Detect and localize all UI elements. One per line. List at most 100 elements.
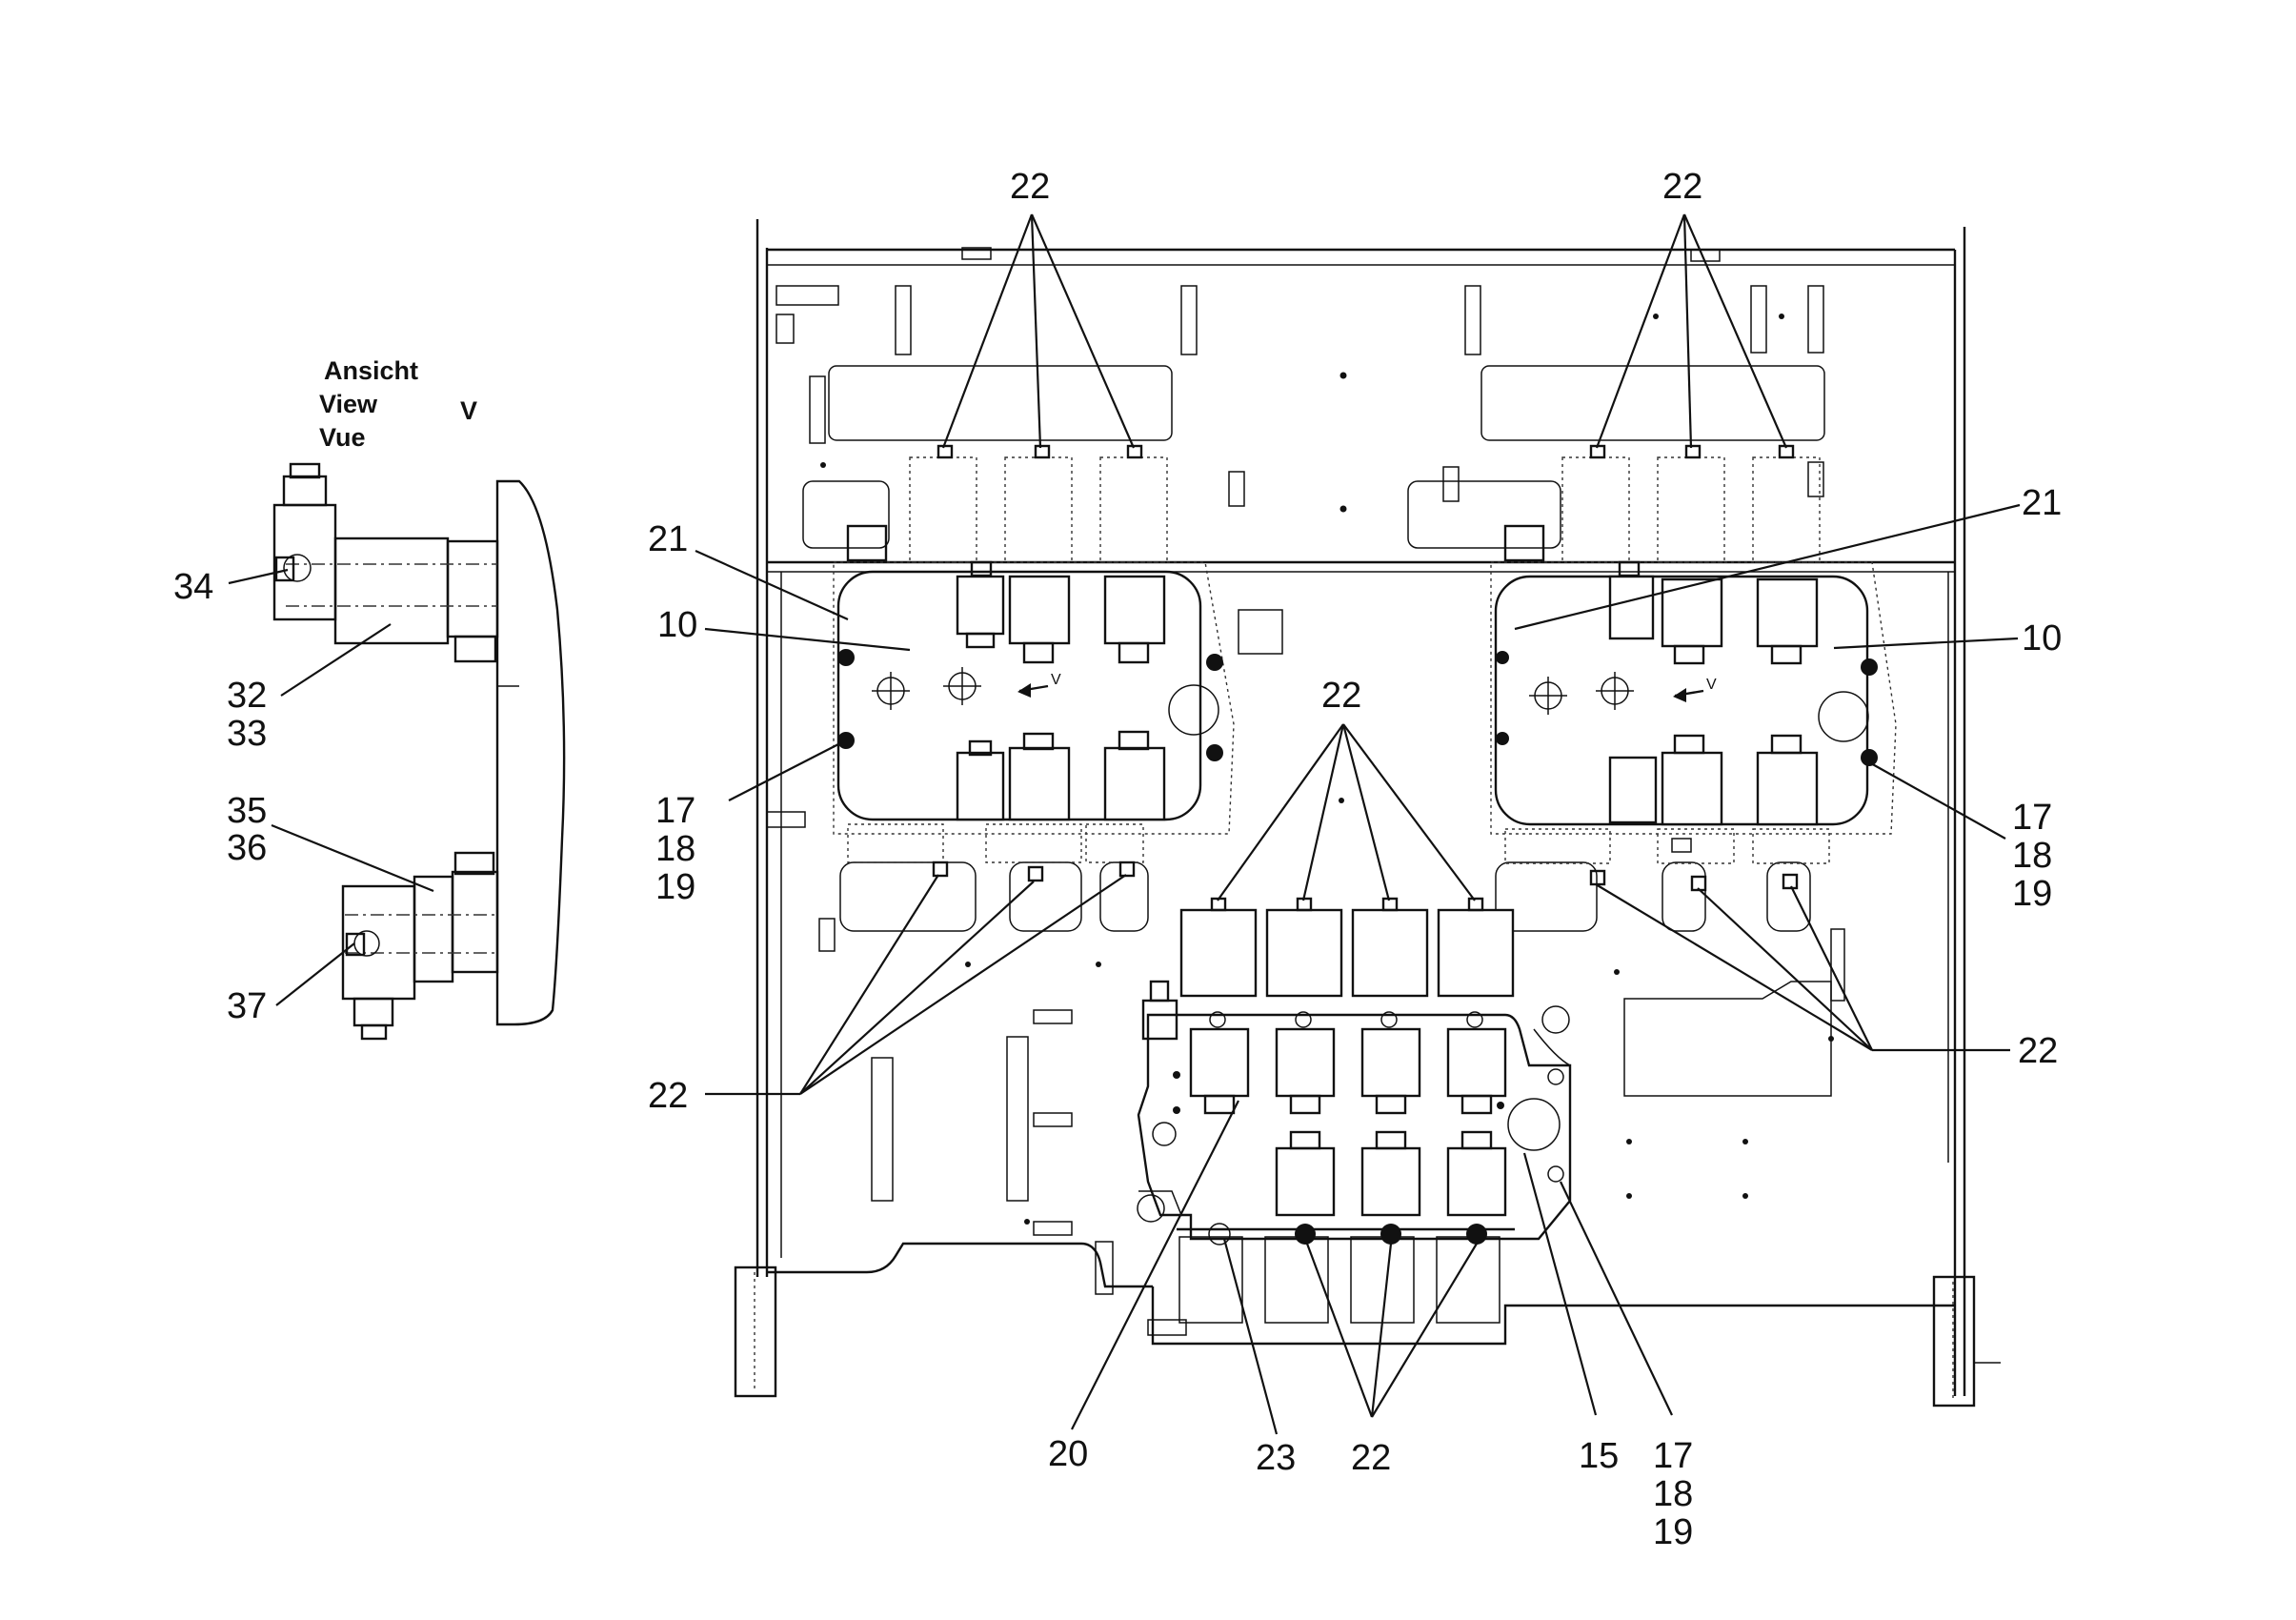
left-lower-strap — [871, 1057, 894, 1202]
leader-22-tr-3 — [1682, 213, 1788, 449]
view-label-view: View — [319, 390, 378, 418]
center-top-coil-2 — [1265, 908, 1343, 998]
rivet-12 — [1742, 1139, 1748, 1144]
leader-17-left — [728, 742, 841, 801]
rivet-11 — [1626, 1139, 1632, 1144]
right-bolt-a — [1861, 658, 1878, 676]
leader-10-left — [704, 627, 911, 652]
center-mid-nut-3 — [1375, 1094, 1407, 1115]
center-bottom-plug-3 — [1380, 1224, 1401, 1245]
top-bracket-2 — [1690, 249, 1721, 262]
center-mid-coil-1 — [1189, 1027, 1250, 1098]
right-coil-l3 — [1756, 751, 1819, 826]
callout-35: 35 — [227, 791, 267, 831]
leader-22-c-2 — [1301, 723, 1345, 901]
leader-22-b-1 — [1305, 1243, 1374, 1418]
center-left-strap — [1006, 1036, 1029, 1202]
center-low-nut-1 — [1289, 1130, 1321, 1150]
slot-f — [1807, 285, 1824, 354]
leader-22-c-4 — [1342, 723, 1476, 901]
rivet-15 — [1024, 1219, 1030, 1225]
leader-17-right — [1868, 761, 2006, 840]
center-low-coil-3 — [1446, 1146, 1507, 1217]
upper-left-small-cutout — [802, 480, 890, 549]
right-view-arrow-head — [1673, 688, 1686, 702]
slot-g — [1750, 285, 1767, 354]
left-bolt-b — [1206, 744, 1223, 761]
center-mid-cap-1 — [1209, 1011, 1226, 1028]
rivet-5 — [1779, 314, 1784, 319]
left-lower-dotted-1 — [847, 823, 944, 863]
leader-22-b-3 — [1371, 1243, 1478, 1418]
left-coil-l2-nut — [1022, 732, 1055, 751]
center-small-port — [1152, 1122, 1177, 1146]
left-view-arrow-head — [1017, 683, 1031, 698]
center-mid-coil-2 — [1275, 1027, 1336, 1098]
callout-37: 37 — [227, 986, 267, 1026]
center-mid-cap-4 — [1466, 1011, 1483, 1028]
left-coil-u2-nut — [1022, 641, 1055, 664]
lower-valve-nut-bottom — [360, 1023, 388, 1041]
center-side-fitting-top — [1149, 980, 1170, 1002]
dotted-left-3 — [1099, 456, 1168, 563]
center-mid-cap-3 — [1380, 1011, 1398, 1028]
center-top-coil-4 — [1437, 908, 1515, 998]
right-bolt-b — [1861, 749, 1878, 766]
left-coil-u1-cap — [970, 560, 993, 577]
center-lifting-eye-arm — [1533, 1028, 1571, 1066]
left-lower-fitting-2 — [1027, 865, 1044, 882]
leader-22-tl-3 — [1030, 213, 1136, 449]
upper-valve-nut-top — [289, 462, 321, 479]
callout-17-left: 17 — [655, 791, 695, 831]
slot-d — [1464, 285, 1481, 355]
leader-21-left — [695, 549, 849, 621]
lower-valve-bolt — [453, 851, 495, 876]
cover-plate — [1238, 609, 1283, 655]
right-lower-dotted-2 — [1657, 828, 1735, 864]
left-bolt-a — [1206, 654, 1223, 671]
left-coil-l2 — [1008, 746, 1071, 821]
center-mid-nut-2 — [1289, 1094, 1321, 1115]
left-coil-l1-nut — [968, 739, 993, 757]
callout-15: 15 — [1579, 1436, 1619, 1476]
right-lower-fitting-1 — [1589, 869, 1606, 886]
slot-a — [775, 285, 839, 306]
left-foot — [734, 1266, 777, 1398]
center-low-coil-2 — [1360, 1146, 1421, 1217]
leader-22-ll-2 — [799, 881, 1035, 1095]
fitting-tl-3 — [1126, 444, 1143, 459]
left-bolt-c — [837, 649, 855, 666]
left-coil-l3 — [1103, 746, 1166, 821]
right-coil-l2 — [1661, 751, 1723, 826]
callout-10-left: 10 — [657, 605, 697, 645]
right-tab-mid — [1671, 838, 1692, 853]
center-bottom-coil-1 — [1178, 1236, 1243, 1324]
fitting-tl-2 — [1034, 444, 1051, 459]
leader-22-ll-3 — [799, 874, 1127, 1095]
right-lower-dotted-1 — [1504, 828, 1611, 864]
slot-b — [895, 285, 912, 355]
main-frame — [734, 219, 2001, 1407]
center-low-nut-3 — [1460, 1130, 1493, 1150]
leader-22-c-1 — [1217, 723, 1344, 901]
left-coil-u3 — [1103, 575, 1166, 645]
lower-right-cutout-a — [1495, 861, 1598, 932]
dotted-left-2 — [1004, 456, 1073, 563]
right-coil-l2-nut — [1673, 734, 1705, 755]
callout-22-top-left: 22 — [1010, 167, 1050, 207]
callout-18-bottom: 18 — [1653, 1474, 1693, 1514]
leader-32 — [280, 623, 392, 697]
callout-19-right: 19 — [2012, 874, 2052, 914]
right-coil-u3 — [1756, 577, 1819, 648]
callout-19-left: 19 — [655, 867, 695, 907]
upper-valve-nut — [282, 475, 328, 507]
leader-15 — [1522, 1152, 1598, 1416]
center-mid-coil-4 — [1446, 1027, 1507, 1098]
leader-20 — [1071, 1100, 1239, 1430]
callout-22-top-right: 22 — [1662, 167, 1702, 207]
center-top-coil-1 — [1179, 908, 1258, 998]
left-coil-l1 — [956, 751, 1005, 821]
lower-right-cutout-b — [1662, 861, 1706, 932]
center-valve-block — [1137, 897, 1572, 1324]
